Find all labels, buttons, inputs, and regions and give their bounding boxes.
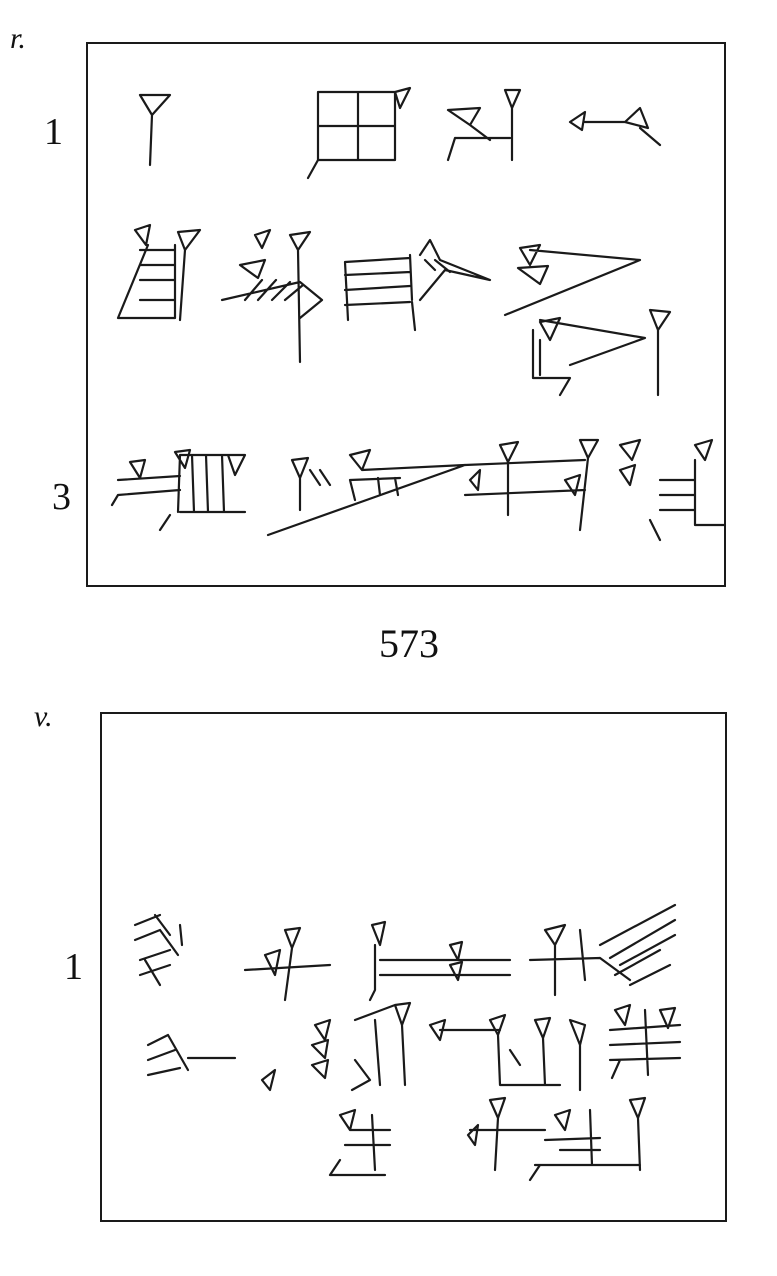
obverse-tablet-face [86,42,726,587]
reverse-tablet-face [100,712,727,1222]
tablet-number: 573 [379,621,439,666]
reverse-side-label: v. [34,700,53,733]
obverse-line-number-3: 3 [52,476,71,518]
obverse-line-number-1: 1 [44,111,63,153]
reverse-line-number-1: 1 [64,946,83,988]
obverse-side-label: r. [10,22,26,55]
